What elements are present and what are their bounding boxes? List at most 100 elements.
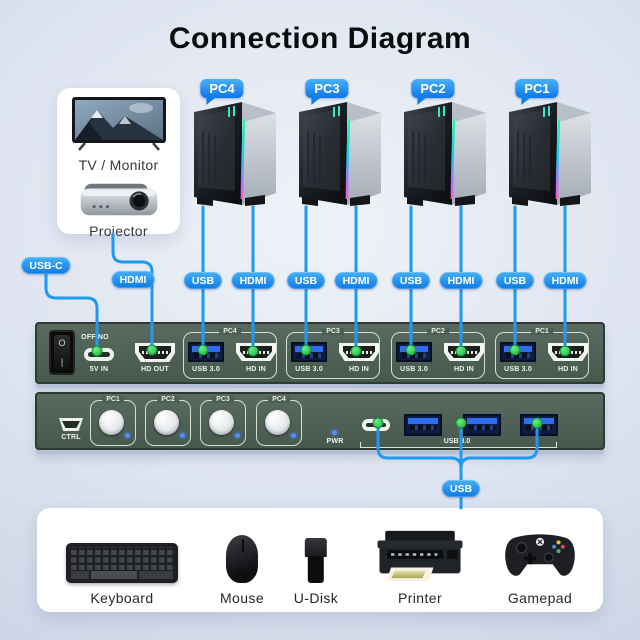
keyboard-image: [66, 543, 178, 583]
pwr-label: PWR: [326, 438, 344, 445]
hdmi-in-label: HD IN: [245, 366, 267, 373]
mouse-item: Mouse: [220, 520, 264, 606]
printer-label: Printer: [397, 590, 443, 606]
keyboard-item: Keyboard: [66, 520, 178, 606]
connection-dot: [146, 344, 158, 356]
pc1-label-bubble: PC1: [515, 79, 559, 105]
mouse-image: [226, 535, 258, 583]
hub-usb-a-port-1: [404, 414, 442, 436]
pc3-usb-cable-pill: USB: [286, 272, 326, 289]
pc1-tower-image: [500, 101, 600, 207]
group-label: PC4: [219, 328, 241, 335]
projector-label: Projector: [89, 223, 148, 239]
connection-dot: [197, 344, 209, 356]
group-label: PC2: [427, 328, 449, 335]
usb3-label: USB 3.0: [295, 366, 323, 373]
pc4-select-button: [265, 410, 290, 435]
group-label: PC3: [212, 396, 234, 403]
pc3-hdmi-cable-pill: HDMI: [334, 272, 378, 289]
connection-dot: [559, 345, 571, 357]
ctrl-label: CTRL: [61, 434, 81, 441]
udisk-item: U-Disk: [294, 520, 338, 606]
pc1-select-button: [99, 410, 124, 435]
projector-image: [80, 183, 157, 216]
gamepad-label: Gamepad: [507, 590, 573, 606]
usb3-label: USB 3.0: [192, 366, 220, 373]
connection-dot: [405, 344, 417, 356]
pc3-port-group: PC3 USB 3.0 HD IN: [286, 328, 380, 379]
usb3-label: USB 3.0: [504, 366, 532, 373]
usb-hub-label: USB 3.0: [438, 438, 476, 445]
mouse-label: Mouse: [219, 590, 265, 606]
hdmi-out-cable-pill: HDMI: [111, 271, 155, 288]
usb-c-cable-pill: USB-C: [21, 257, 71, 274]
pc2-port-group: PC2 USB 3.0 HD IN: [391, 328, 485, 379]
pc3-select-button: [209, 410, 234, 435]
pc1-port-group: PC1 USB 3.0 HD IN: [495, 328, 589, 379]
button-led: [235, 433, 240, 438]
pc2-hdmi-cable-pill: HDMI: [439, 272, 483, 289]
display-card: TV / Monitor Projector: [57, 88, 180, 239]
hdmi-in-label: HD IN: [348, 366, 370, 373]
printer-image: [377, 530, 463, 582]
keyboard-label: Keyboard: [90, 590, 154, 606]
group-label: PC4: [268, 396, 290, 403]
hub-usb-a-port-2: [463, 414, 501, 436]
pc3-tower-image: [290, 101, 390, 207]
pc3-button-group: PC3: [200, 396, 246, 446]
group-label: PC2: [157, 396, 179, 403]
connection-dot: [509, 344, 521, 356]
group-label: PC3: [322, 328, 344, 335]
pc2-usb-cable-pill: USB: [391, 272, 431, 289]
pc1-button-group: PC1: [90, 396, 136, 446]
kvm-rear-panel: CTRL PC1 PC2 PC3 PC4 PWR USB 3.0: [35, 392, 605, 450]
udisk-label: U-Disk: [293, 590, 339, 606]
power-switch-label: OFF/NO: [81, 334, 109, 341]
pc4-hdmi-cable-pill: HDMI: [231, 272, 275, 289]
pc4-tower-image: [185, 101, 285, 207]
button-led: [180, 433, 185, 438]
power-in-label: 5V IN: [89, 366, 109, 373]
button-led: [291, 433, 296, 438]
pc1-usb-cable-pill: USB: [495, 272, 535, 289]
connection-dot: [455, 345, 467, 357]
gamepad-item: Gamepad: [502, 520, 578, 606]
pc2-select-button: [154, 410, 179, 435]
connection-dot: [455, 417, 467, 429]
ctrl-port: [59, 418, 83, 431]
pc2-button-group: PC2: [145, 396, 191, 446]
power-switch-off-glyph: |: [60, 357, 64, 367]
usb-out-cable-pill: USB: [441, 480, 481, 497]
hdmi-in-label: HD IN: [557, 366, 579, 373]
hdmi-in-label: HD IN: [453, 366, 475, 373]
power-switch: O |: [49, 330, 75, 375]
power-switch-on-glyph: O: [58, 338, 66, 348]
hd-out-label: HD OUT: [140, 366, 170, 373]
pc4-label-bubble: PC4: [200, 79, 244, 105]
pwr-led: [332, 430, 337, 435]
pc3-label-bubble: PC3: [305, 79, 349, 105]
pc2-tower-image: [395, 101, 495, 207]
connection-dot: [91, 345, 103, 357]
gamepad-image: [505, 534, 575, 576]
group-label: PC1: [102, 396, 124, 403]
printer-item: Printer: [372, 520, 468, 606]
tv-label: TV / Monitor: [78, 157, 159, 173]
connection-dot: [350, 345, 362, 357]
connection-dot: [531, 417, 543, 429]
udisk-image: [305, 538, 327, 583]
pc4-button-group: PC4: [256, 396, 302, 446]
connection-dot: [247, 345, 259, 357]
group-label: PC1: [531, 328, 553, 335]
tv-image: [71, 97, 166, 151]
pc4-usb-cable-pill: USB: [183, 272, 223, 289]
pc1-hdmi-cable-pill: HDMI: [543, 272, 587, 289]
peripherals-card: Keyboard Mouse U-Disk Printer: [37, 508, 603, 612]
button-led: [125, 433, 130, 438]
connection-dot: [372, 417, 384, 429]
page-title: Connection Diagram: [168, 22, 472, 55]
connection-dot: [300, 344, 312, 356]
pc2-label-bubble: PC2: [411, 79, 455, 105]
usb3-label: USB 3.0: [400, 366, 428, 373]
